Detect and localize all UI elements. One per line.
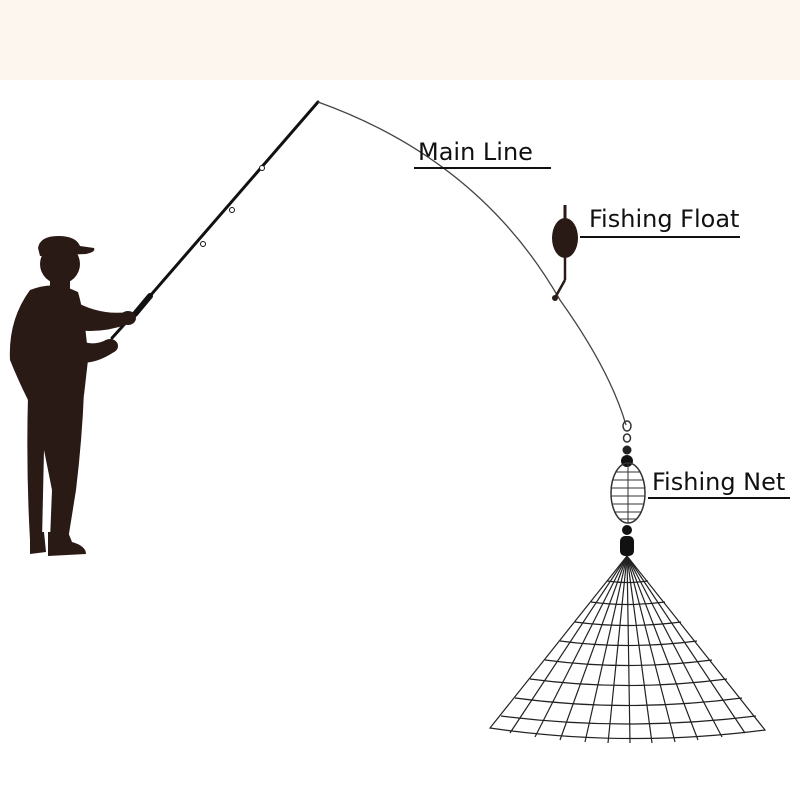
fishing-rod — [110, 100, 320, 340]
fishing-float-label-underline — [580, 236, 740, 238]
net-cage-rig — [610, 420, 646, 556]
fishing-net-label-underline — [648, 497, 790, 499]
fishing-float-label: Fishing Float — [589, 205, 740, 233]
cast-net — [488, 555, 767, 744]
main-line-label: Main Line — [418, 138, 533, 166]
fishing-float — [552, 205, 578, 301]
main-line — [317, 101, 627, 426]
main-line-label-underline — [414, 167, 551, 169]
fisherman-silhouette — [9, 236, 136, 556]
top-background-band — [0, 0, 800, 80]
fishing-net-label: Fishing Net — [652, 468, 786, 496]
